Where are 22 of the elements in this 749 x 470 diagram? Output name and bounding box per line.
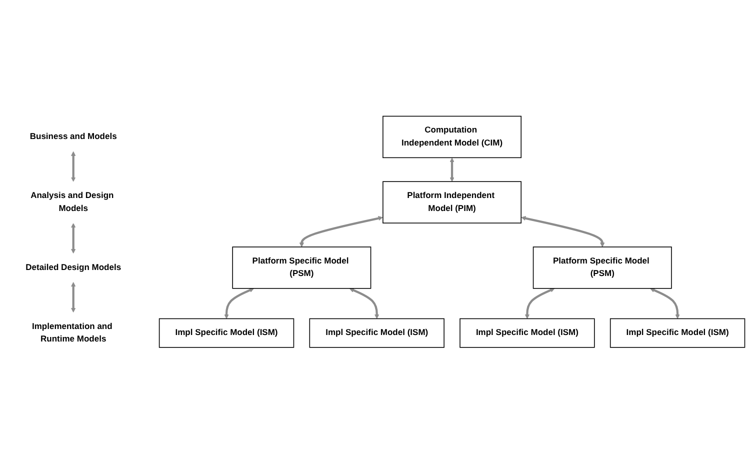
arrow	[349, 288, 380, 319]
node-box: Platform Specific Model (PSM)	[532, 246, 672, 289]
arrow	[224, 288, 254, 319]
node-text: Detailed Design Models	[26, 262, 122, 272]
arrow	[524, 288, 555, 319]
arrow	[450, 158, 454, 182]
node-text: Analysis and Design Models	[30, 191, 114, 213]
node-text: Business and Models	[30, 132, 117, 142]
node-box: Impl Specific Model (ISM)	[610, 318, 746, 348]
arrow	[71, 151, 76, 182]
node-box: Impl Specific Model (ISM)	[309, 318, 444, 348]
arrow	[650, 288, 680, 319]
node-box: Impl Specific Model (ISM)	[460, 318, 595, 348]
node-box: Platform Independent Model (PIM)	[382, 181, 522, 224]
arrow	[71, 223, 76, 254]
arrow	[521, 216, 605, 248]
arrow	[71, 282, 76, 313]
node-box: Impl Specific Model (ISM)	[158, 318, 294, 348]
node-text: Implementation and Runtime Models	[32, 322, 112, 344]
node-box: Computation Independent Model (CIM)	[382, 116, 522, 158]
arrow	[299, 216, 383, 248]
node-box: Platform Specific Model (PSM)	[232, 246, 372, 289]
